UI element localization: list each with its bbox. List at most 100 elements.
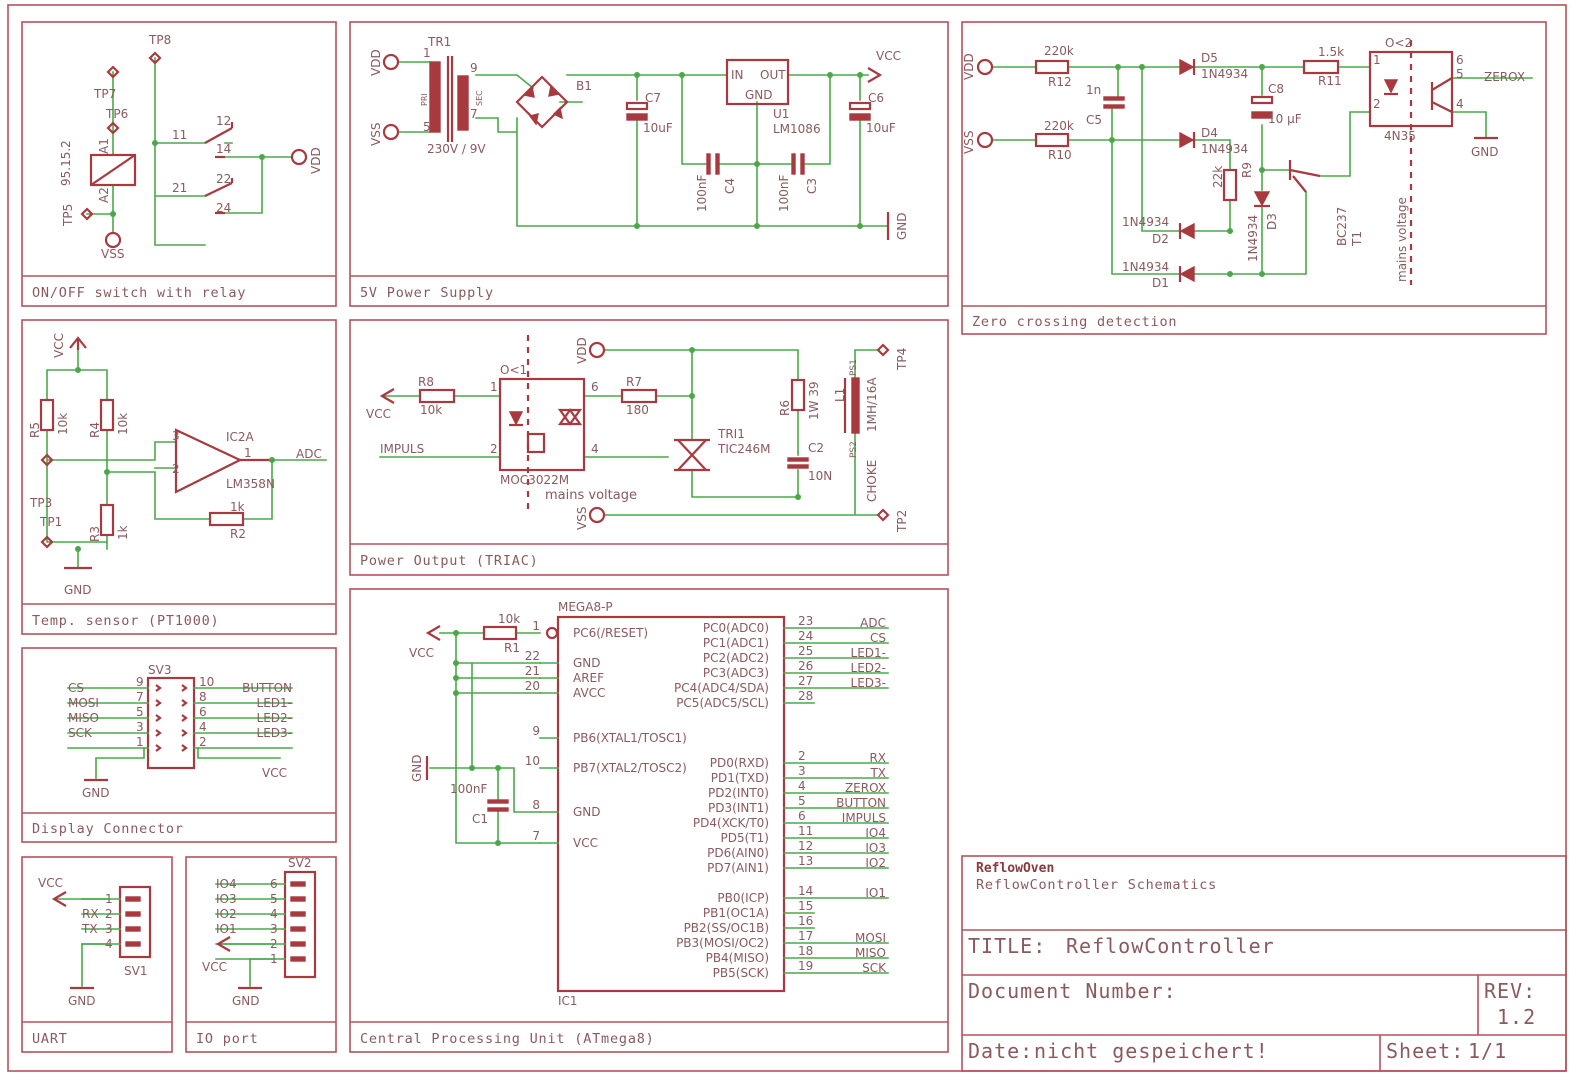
cpu-pin-pb0-icp-: PB0(ICP) bbox=[717, 891, 769, 905]
cpu-pin-number: 6 bbox=[798, 809, 806, 823]
cpu-net-miso: MISO bbox=[855, 946, 886, 960]
svg-text:230V / 9V: 230V / 9V bbox=[427, 142, 486, 156]
svg-text:10k: 10k bbox=[420, 403, 442, 417]
svg-text:5: 5 bbox=[423, 120, 431, 134]
svg-text:D1: D1 bbox=[1152, 276, 1169, 290]
svg-text:TP3: TP3 bbox=[29, 496, 52, 510]
svg-text:10 µF: 10 µF bbox=[1268, 112, 1302, 126]
svg-text:mains voltage: mains voltage bbox=[545, 488, 637, 503]
cpu-pin-aref: AREF bbox=[573, 671, 604, 685]
optocoupler-moc3022m bbox=[498, 377, 586, 472]
cpu-pin-number: 24 bbox=[798, 629, 813, 643]
svg-text:6: 6 bbox=[591, 380, 599, 394]
capacitor-c2 bbox=[787, 457, 809, 469]
svg-text:R11: R11 bbox=[1318, 74, 1342, 88]
svg-text:R1: R1 bbox=[504, 641, 520, 655]
svg-text:TP5: TP5 bbox=[61, 204, 75, 227]
svg-text:TP6: TP6 bbox=[105, 107, 128, 121]
svg-text:TP4: TP4 bbox=[895, 348, 909, 371]
chip-ic1 bbox=[556, 615, 786, 993]
cpu-pin-number: 9 bbox=[532, 724, 540, 738]
svg-text:GND: GND bbox=[1471, 145, 1499, 159]
svg-text:9: 9 bbox=[470, 61, 478, 75]
svg-text:1N4934: 1N4934 bbox=[1201, 142, 1248, 156]
svg-text:R2: R2 bbox=[230, 527, 246, 541]
document-number-label: Document Number: bbox=[968, 979, 1177, 1003]
header-sv3 bbox=[146, 676, 196, 770]
svg-text:D4: D4 bbox=[1201, 126, 1218, 140]
svg-text:7: 7 bbox=[470, 107, 478, 121]
section-title-triac: Power Output (TRIAC) bbox=[360, 553, 539, 569]
cpu-pin-number: 3 bbox=[798, 764, 806, 778]
sv3-signal-cs: CS bbox=[68, 681, 84, 695]
svg-text:GND: GND bbox=[68, 994, 96, 1008]
cpu-pin-pc6-reset-: PC6(/RESET) bbox=[573, 626, 648, 640]
project-subtitle: ReflowController Schematics bbox=[976, 877, 1217, 893]
svg-text:4: 4 bbox=[591, 442, 599, 456]
cpu-pin-number: 26 bbox=[798, 659, 813, 673]
title-block: ReflowOven ReflowController Schematics T… bbox=[961, 855, 1567, 1072]
cpu-net-impuls: IMPULS bbox=[842, 811, 886, 825]
svg-text:C7: C7 bbox=[645, 91, 661, 105]
vcc-arrow bbox=[379, 388, 395, 404]
resistor-r12 bbox=[1034, 59, 1070, 75]
rev-label: REV: bbox=[1484, 979, 1536, 1003]
power-supply-circuit: VDD VSS TR1 PRI SEC 1 5 9 7 230V / 9V B1… bbox=[369, 35, 909, 240]
cpu-pin-number: 14 bbox=[798, 884, 813, 898]
cpu-pin-number: 18 bbox=[798, 944, 813, 958]
capacitor-c8 bbox=[1250, 95, 1274, 119]
svg-text:R4: R4 bbox=[88, 422, 102, 438]
svg-text:R8: R8 bbox=[418, 375, 434, 389]
svg-text:BC237: BC237 bbox=[1335, 207, 1349, 246]
svg-text:220k: 220k bbox=[1044, 44, 1074, 58]
sv3-signal-led3-: LED3- bbox=[257, 726, 292, 740]
capacitor-c6 bbox=[848, 101, 872, 121]
svg-text:R12: R12 bbox=[1048, 75, 1072, 89]
svg-text:VSS: VSS bbox=[101, 247, 124, 261]
svg-text:10uF: 10uF bbox=[866, 121, 896, 135]
svg-text:IMPULS: IMPULS bbox=[380, 442, 424, 456]
svg-text:TP1: TP1 bbox=[39, 515, 62, 529]
cpu-net-tx: TX bbox=[869, 766, 886, 780]
cpu-pin-number: 28 bbox=[798, 689, 813, 703]
svg-text:C6: C6 bbox=[868, 91, 884, 105]
sv3-signal-miso: MISO bbox=[68, 711, 99, 725]
cpu-pin-number: 2 bbox=[798, 749, 806, 763]
svg-text:1: 1 bbox=[1373, 53, 1381, 67]
vcc-arrow bbox=[215, 936, 231, 952]
svg-text:B1: B1 bbox=[576, 79, 592, 93]
vcc-arrow bbox=[867, 67, 883, 83]
section-title-5v-supply: 5V Power Supply bbox=[360, 285, 494, 301]
resistor-r1 bbox=[482, 625, 518, 641]
vcc-arrow bbox=[51, 891, 67, 907]
cpu-pin-number: 13 bbox=[798, 854, 813, 868]
relay-circuit: TP8 TP7 TP6 TP5 A1 A2 95.15.2 11 12 14 2… bbox=[59, 33, 323, 261]
diode-d4 bbox=[1179, 131, 1196, 149]
svg-text:SV3: SV3 bbox=[148, 663, 171, 677]
sv3-pin-number: 6 bbox=[199, 705, 207, 719]
vcc-arrow bbox=[425, 625, 441, 641]
resistor-r7 bbox=[620, 388, 658, 404]
cpu-pin-pd7-ain1-: PD7(AIN1) bbox=[707, 861, 769, 875]
sv3-signal-led1-: LED1- bbox=[257, 696, 292, 710]
cpu-pin-pb3-mosi-oc2-: PB3(MOSI/OC2) bbox=[676, 936, 769, 950]
bridge-rectifier-b1 bbox=[515, 75, 569, 129]
document-title: ReflowController bbox=[1066, 934, 1275, 958]
svg-text:100nF: 100nF bbox=[450, 782, 488, 796]
svg-text:1: 1 bbox=[244, 446, 252, 460]
relay-contacts bbox=[204, 122, 234, 215]
svg-text:R7: R7 bbox=[626, 375, 642, 389]
svg-text:R5: R5 bbox=[28, 422, 42, 438]
svg-text:1: 1 bbox=[423, 46, 431, 60]
capacitor-c3 bbox=[791, 153, 805, 175]
svg-text:1MH/16A: 1MH/16A bbox=[865, 377, 879, 432]
svg-text:L1: L1 bbox=[833, 388, 847, 402]
cpu-pin-pd2-int0-: PD2(INT0) bbox=[708, 786, 769, 800]
svg-text:LM1086: LM1086 bbox=[773, 122, 821, 136]
svg-text:ZEROX: ZEROX bbox=[1484, 70, 1525, 84]
svg-text:C8: C8 bbox=[1268, 82, 1284, 96]
cpu-pin-number: 1 bbox=[532, 619, 540, 633]
svg-text:GND: GND bbox=[410, 754, 424, 782]
cpu-pin-pc3-adc3-: PC3(ADC3) bbox=[703, 666, 769, 680]
